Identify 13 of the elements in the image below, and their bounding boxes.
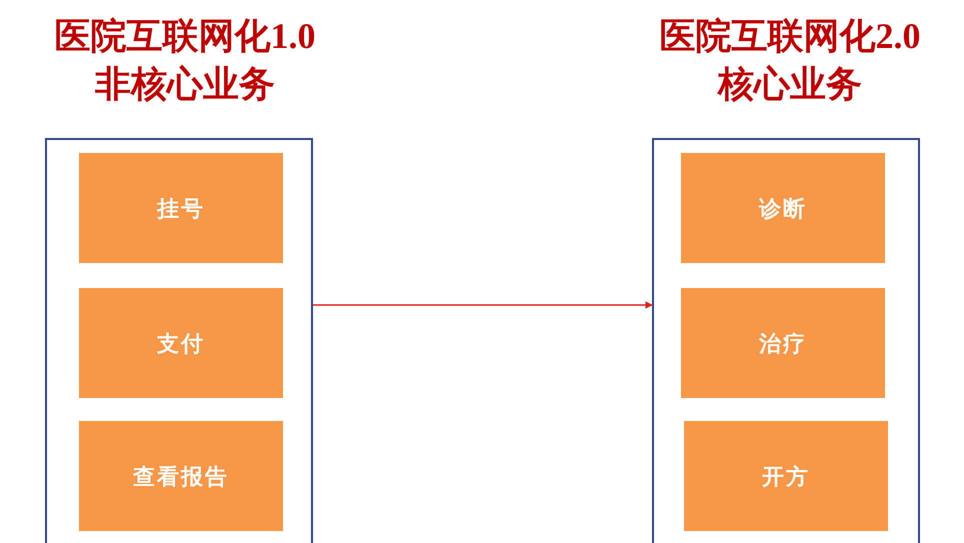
process-box: 支付 [79, 288, 283, 398]
process-box: 挂号 [79, 153, 283, 263]
process-box: 诊断 [681, 153, 885, 263]
arrow [313, 301, 653, 309]
process-box: 查看报告 [79, 421, 283, 531]
heading-text: 核心业务 [716, 63, 863, 106]
process-box: 治疗 [681, 288, 885, 398]
heading-text: 医院互联网化2.0 [658, 15, 922, 58]
heading-text: 医院互联网化1.0 [54, 15, 316, 58]
panel-frame [45, 138, 313, 543]
panel-frame [652, 138, 920, 543]
heading-text: 非核心业务 [94, 63, 276, 106]
process-box: 开方 [684, 421, 888, 531]
